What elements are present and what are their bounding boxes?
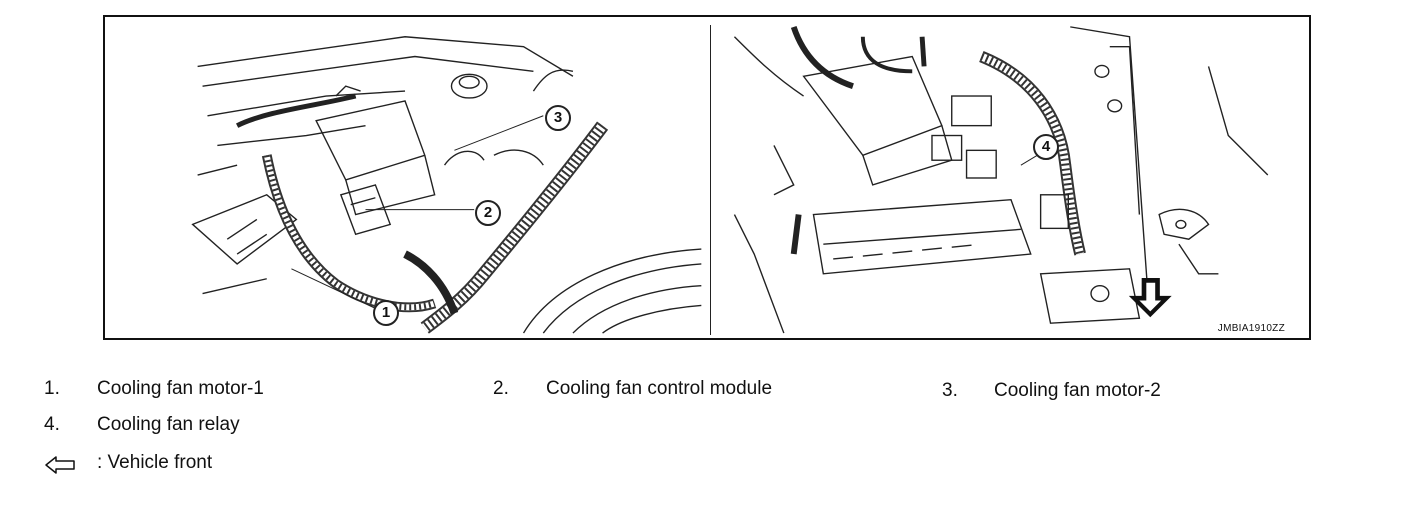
- engine-bay-left-drawing: [191, 36, 702, 334]
- legend-label: Cooling fan motor-2: [994, 380, 1161, 401]
- panel-divider: [710, 25, 711, 335]
- legend-label: Cooling fan motor-1: [97, 378, 264, 399]
- engine-bay-right-drawing: [733, 25, 1269, 334]
- legend-number: 3.: [942, 380, 958, 401]
- legend-number: 2.: [493, 378, 509, 399]
- vehicle-front-note: : Vehicle front: [97, 452, 213, 473]
- legend-label: Cooling fan control module: [546, 378, 773, 399]
- right-illustration-panel: 4 JMBIA1910ZZ: [711, 17, 1311, 338]
- left-illustration-panel: 1 2 3: [105, 17, 709, 338]
- figure-code: JMBIA1910ZZ: [1217, 323, 1285, 334]
- callout-2-label: 2: [483, 204, 493, 221]
- callout-1: 1: [373, 300, 399, 326]
- legend-label: Cooling fan relay: [97, 414, 240, 435]
- callout-2: 2: [475, 200, 501, 226]
- open-left-arrow-icon: [45, 456, 75, 474]
- callout-4-label: 4: [1041, 138, 1051, 155]
- callout-3-label: 3: [553, 109, 563, 126]
- callout-1-label: 1: [381, 304, 391, 321]
- legend-number: 1.: [44, 378, 60, 399]
- callout-3: 3: [545, 105, 571, 131]
- callout-4: 4: [1033, 134, 1059, 160]
- legend-number: 4.: [44, 414, 60, 435]
- illustration-frame: 1 2 3: [103, 15, 1311, 340]
